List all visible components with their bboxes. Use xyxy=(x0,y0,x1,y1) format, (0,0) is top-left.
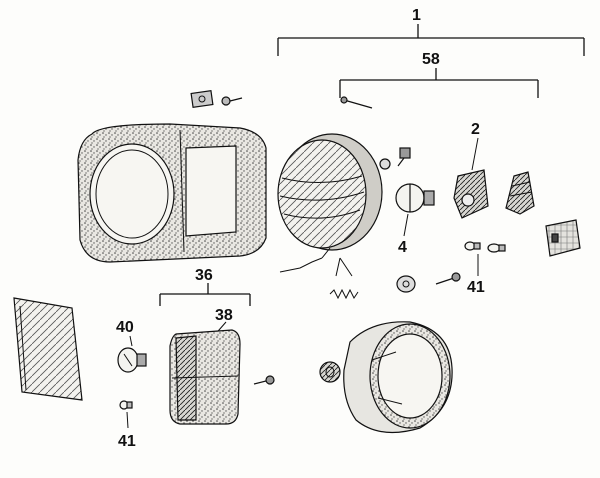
parking-bulb-upper xyxy=(464,241,506,253)
rubber-boot xyxy=(505,171,535,215)
bulb-holder xyxy=(453,169,489,219)
leader-40 xyxy=(129,335,133,347)
spring-bottom xyxy=(329,288,359,300)
screw-lower-mid xyxy=(435,272,461,285)
screw-small-top xyxy=(221,96,243,106)
label-40: 40 xyxy=(116,319,134,336)
label-2: 2 xyxy=(471,121,480,138)
side-lens xyxy=(13,297,83,401)
label-4: 4 xyxy=(398,239,407,256)
bracket-36 xyxy=(159,283,251,306)
bracket-58 xyxy=(339,68,539,98)
turn-signal-housing xyxy=(169,329,241,425)
leader-2 xyxy=(471,137,479,171)
headlamp-bulb xyxy=(395,183,435,213)
leader-41-lower xyxy=(126,411,129,429)
grommet xyxy=(396,275,416,293)
mounting-bucket xyxy=(343,321,453,434)
washer xyxy=(379,158,391,170)
clip-nut xyxy=(190,89,214,109)
housing-screw xyxy=(253,375,275,385)
label-58: 58 xyxy=(422,51,440,68)
headlamp-surround xyxy=(77,123,267,263)
label-36: 36 xyxy=(195,267,213,284)
label-38: 38 xyxy=(215,307,233,324)
adjuster-screw xyxy=(340,96,373,109)
parking-bulb-lower xyxy=(119,400,133,410)
screw-mid xyxy=(397,147,411,167)
label-41-upper: 41 xyxy=(467,279,485,296)
connector-plate xyxy=(545,219,581,257)
turn-signal-bulb xyxy=(117,347,147,373)
bucket-grommet xyxy=(319,361,341,383)
adjuster-bracket xyxy=(279,247,353,277)
label-1: 1 xyxy=(412,7,421,24)
leader-4 xyxy=(403,213,409,237)
label-41-lower: 41 xyxy=(118,433,136,450)
bracket-1 xyxy=(277,24,585,56)
headlamp-insert xyxy=(277,133,383,251)
